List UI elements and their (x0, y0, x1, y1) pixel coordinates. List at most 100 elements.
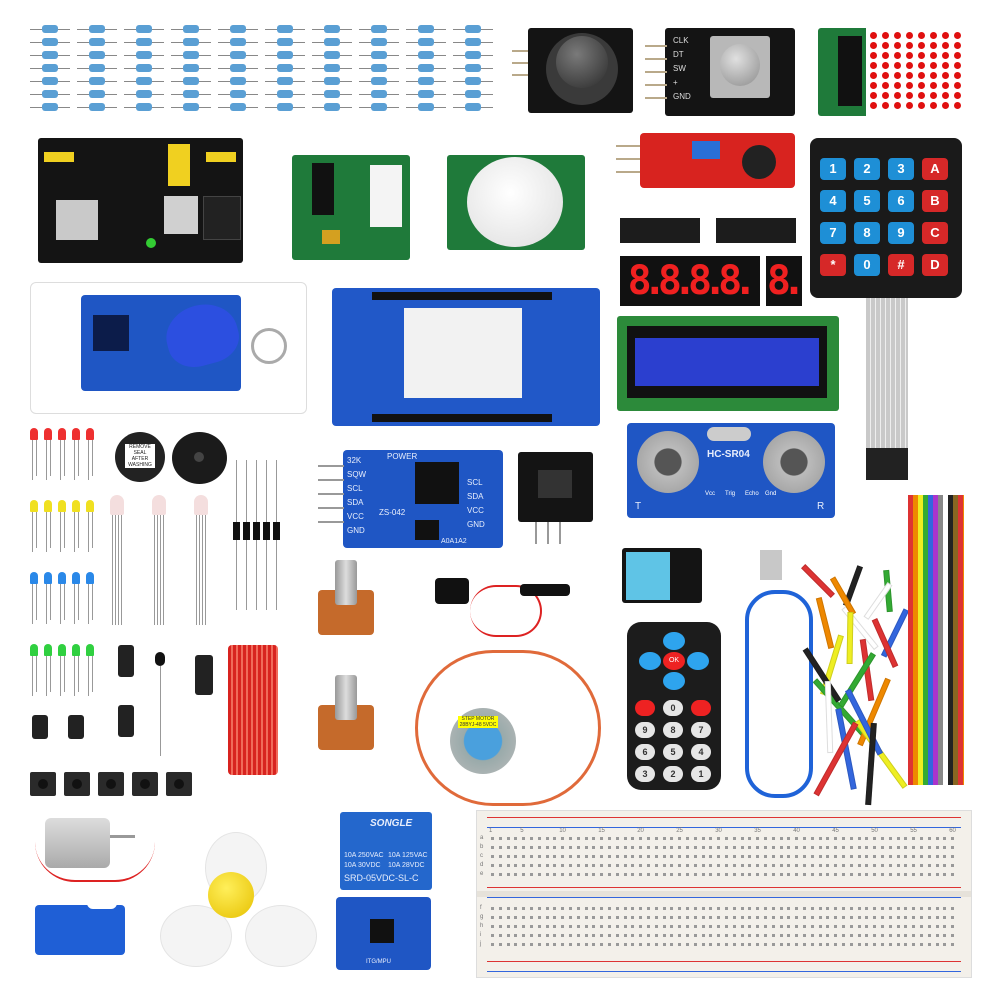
remote-number-button[interactable]: 0 (663, 700, 683, 716)
breadboard-hole (740, 907, 744, 910)
encoder-pin (645, 71, 667, 73)
sensor-pin (616, 171, 640, 173)
remote-number-button[interactable]: 7 (691, 722, 711, 738)
breadboard-hole (912, 846, 916, 849)
keypad-key-A[interactable]: A (922, 158, 948, 180)
rgb-led-leg (160, 515, 161, 625)
remote-left-button[interactable] (639, 652, 661, 670)
keypad-key-D[interactable]: D (922, 254, 948, 276)
led-leg (50, 656, 51, 692)
breadboard-hole (857, 837, 861, 840)
breadboard-hole (553, 943, 557, 946)
remote-red-button[interactable] (691, 700, 711, 716)
breadboard-hole (756, 846, 760, 849)
breadboard-hole (717, 855, 721, 858)
breadboard-hole (608, 907, 611, 910)
breadboard-hole (506, 864, 510, 867)
breadboard-hole (857, 907, 861, 910)
ultrasonic-pin-label: Gnd (765, 491, 777, 497)
matrix-dot (882, 82, 889, 89)
breadboard-hole (904, 943, 908, 946)
breadboard-hole (888, 934, 892, 937)
remote-number-button[interactable]: 5 (663, 744, 683, 760)
breadboard-hole (662, 855, 666, 858)
keypad-key-7[interactable]: 7 (820, 222, 846, 244)
breadboard-hole (662, 943, 666, 946)
breadboard-hole (826, 837, 830, 840)
breadboard-hole (896, 855, 900, 858)
keypad-key-2[interactable]: 2 (854, 158, 880, 180)
breadboard-hole (608, 855, 611, 858)
breadboard-hole (553, 873, 557, 876)
diode (253, 522, 260, 540)
keypad-key-0[interactable]: 0 (854, 254, 880, 276)
resistor (324, 64, 340, 72)
keypad-key-1[interactable]: 1 (820, 158, 846, 180)
breadboard-hole (537, 907, 541, 910)
remote-up-button[interactable] (663, 632, 685, 650)
breadboard-hole (787, 864, 791, 867)
breadboard-hole (881, 943, 884, 946)
relay-rating: 10A 125VAC (388, 852, 428, 859)
resistor (324, 25, 340, 33)
column-number: 35 (754, 828, 761, 834)
keypad-connector (866, 448, 908, 480)
breadboard-hole (631, 907, 635, 910)
rfid-chip (93, 315, 129, 351)
remote-number-button[interactable]: 6 (635, 744, 655, 760)
breadboard-hole (725, 934, 728, 937)
remote-ok-button[interactable]: OK (663, 652, 685, 670)
remote-red-button[interactable] (635, 700, 655, 716)
breadboard-hole (920, 934, 923, 937)
remote-number-button[interactable]: 3 (635, 766, 655, 782)
keypad-key-9[interactable]: 9 (888, 222, 914, 244)
resistor (136, 25, 152, 33)
breadboard-hole (654, 873, 658, 876)
keypad-key-#[interactable]: # (888, 254, 914, 276)
breadboard-hole (935, 907, 939, 910)
breadboard-hole (904, 925, 908, 928)
resistor (277, 77, 293, 85)
led-leg (92, 512, 93, 548)
matrix-dot (870, 102, 877, 109)
led-leg (78, 440, 79, 476)
remote-number-button[interactable]: 8 (663, 722, 683, 738)
matrix-dot (870, 52, 877, 59)
keypad-key-6[interactable]: 6 (888, 190, 914, 212)
keypad-key-*[interactable]: * (820, 254, 846, 276)
resistor (230, 38, 246, 46)
breadboard-hole (842, 873, 845, 876)
breadboard-hole (608, 925, 611, 928)
encoder-pin (645, 58, 667, 60)
breadboard-hole (865, 855, 869, 858)
keypad-key-8[interactable]: 8 (854, 222, 880, 244)
keypad-key-5[interactable]: 5 (854, 190, 880, 212)
keypad-key-4[interactable]: 4 (820, 190, 846, 212)
rtc-pin-label: 32K (347, 456, 362, 465)
breadboard-hole (576, 873, 580, 876)
breadboard-hole (678, 873, 682, 876)
breadboard-hole (779, 846, 783, 849)
row-letter: d (480, 862, 484, 868)
breadboard-hole (670, 934, 674, 937)
breadboard-hole (623, 934, 627, 937)
breadboard-hole (561, 943, 565, 946)
remote-number-button[interactable]: 2 (663, 766, 683, 782)
breadboard-hole (491, 864, 494, 867)
led-leg (74, 440, 75, 480)
remote-number-button[interactable]: 9 (635, 722, 655, 738)
breadboard-hole (842, 943, 845, 946)
led-leg (78, 512, 79, 548)
diodes (232, 460, 287, 610)
keypad-key-C[interactable]: C (922, 222, 948, 244)
keypad-key-3[interactable]: 3 (888, 158, 914, 180)
remote-number-button[interactable]: 1 (691, 766, 711, 782)
breadboard-hole (654, 934, 658, 937)
keypad-key-B[interactable]: B (922, 190, 948, 212)
breadboard-hole (506, 855, 510, 858)
remote-down-button[interactable] (663, 672, 685, 690)
remote-right-button[interactable] (687, 652, 709, 670)
remote-number-button[interactable]: 4 (691, 744, 711, 760)
matrix-dot (894, 62, 901, 69)
breadboard-hole (561, 934, 565, 937)
